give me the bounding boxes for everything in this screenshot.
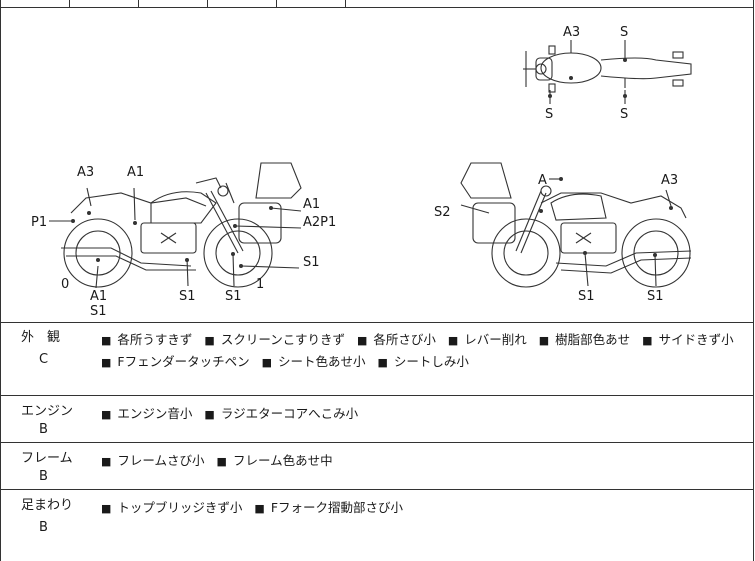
left-label-zero: 0	[61, 277, 69, 292]
left-label-a1-screen: A1	[303, 197, 320, 212]
motorcycle-diagram-svg: A3 S S S A3 A1 P1 A1 A2P1 S1 0 A1 S1 S1 …	[31, 25, 692, 319]
section-exterior: 外 観 C ■各所うすきず ■スクリーンこすりきず ■各所さび小 ■レバー削れ …	[1, 323, 753, 396]
right-label-a: A	[538, 173, 547, 188]
right-label-a3: A3	[661, 173, 678, 188]
header-cell	[138, 0, 139, 7]
item: ■Fフェンダータッチペン	[101, 354, 250, 369]
section-grade: B	[39, 520, 48, 535]
section-suspension: 足まわり B ■トップブリッジきず小 ■Fフォーク摺動部さび小	[1, 491, 753, 561]
item: ■レバー削れ	[447, 332, 527, 347]
item: ■各所うすきず	[101, 332, 193, 347]
left-label-s1-fork: S1	[225, 289, 242, 304]
item: ■ラジエターコアへこみ小	[204, 406, 359, 421]
top-label-s-right: S	[620, 107, 628, 122]
top-label-s-left: S	[545, 107, 553, 122]
left-label-a1-tank: A1	[127, 165, 144, 180]
right-label-s1-rear: S1	[647, 289, 664, 304]
item: ■Fフォーク摺動部さび小	[254, 500, 404, 515]
section-category: エンジン	[21, 404, 74, 419]
section-frame: フレーム B ■フレームさび小 ■フレーム色あせ中	[1, 444, 753, 490]
item: ■エンジン音小	[101, 406, 193, 421]
section-items: ■フレームさび小 ■フレーム色あせ中	[101, 450, 751, 472]
left-label-one: 1	[256, 277, 264, 292]
header-strip	[1, 0, 753, 8]
section-items: ■トップブリッジきず小 ■Fフォーク摺動部さび小	[101, 497, 751, 519]
section-items: ■エンジン音小 ■ラジエターコアへこみ小	[101, 403, 751, 425]
right-view-motorcycle	[460, 162, 692, 288]
section-grade: B	[39, 422, 48, 437]
left-view-motorcycle	[61, 162, 302, 288]
section-engine: エンジン B ■エンジン音小 ■ラジエターコアへこみ小	[1, 397, 753, 443]
top-label-s-front: S	[620, 25, 628, 40]
header-cell	[69, 0, 70, 7]
damage-diagram: A3 S S S A3 A1 P1 A1 A2P1 S1 0 A1 S1 S1 …	[1, 8, 753, 323]
item: ■シート色あせ小	[261, 354, 366, 369]
item: ■各所さび小	[356, 332, 436, 347]
item: ■シートしみ小	[377, 354, 469, 369]
left-label-s1-mid: S1	[179, 289, 196, 304]
label-leader-lines	[49, 178, 672, 289]
left-label-s1-wheel: S1	[303, 255, 320, 270]
item: ■トップブリッジきず小	[101, 500, 243, 515]
left-label-a2p1: A2P1	[303, 215, 336, 230]
section-grade: C	[39, 352, 49, 367]
section-category: 外 観	[21, 330, 61, 345]
top-view-motorcycle	[523, 40, 692, 104]
right-label-s2: S2	[434, 205, 451, 220]
section-category: フレーム	[21, 451, 73, 466]
section-category: 足まわり	[21, 498, 74, 513]
damage-dots	[71, 58, 673, 268]
item: ■樹脂部色あせ	[538, 332, 631, 347]
section-grade: B	[39, 469, 48, 484]
left-label-a1-bottom: A1	[90, 289, 107, 304]
header-cell	[207, 0, 208, 7]
item: ■スクリーンこすりきず	[204, 332, 345, 347]
item: ■サイドきず小	[642, 332, 734, 347]
left-label-a3: A3	[77, 165, 94, 180]
left-label-s1-bottom: S1	[90, 304, 107, 319]
header-cell	[345, 0, 346, 7]
item: ■フレームさび小	[101, 453, 205, 468]
top-label-a3: A3	[563, 25, 580, 40]
header-cell	[276, 0, 277, 7]
item: ■フレーム色あせ中	[216, 453, 333, 468]
right-label-s1-mid: S1	[578, 289, 595, 304]
section-items: ■各所うすきず ■スクリーンこすりきず ■各所さび小 ■レバー削れ ■樹脂部色あ…	[101, 329, 751, 373]
left-label-p1: P1	[31, 215, 47, 230]
